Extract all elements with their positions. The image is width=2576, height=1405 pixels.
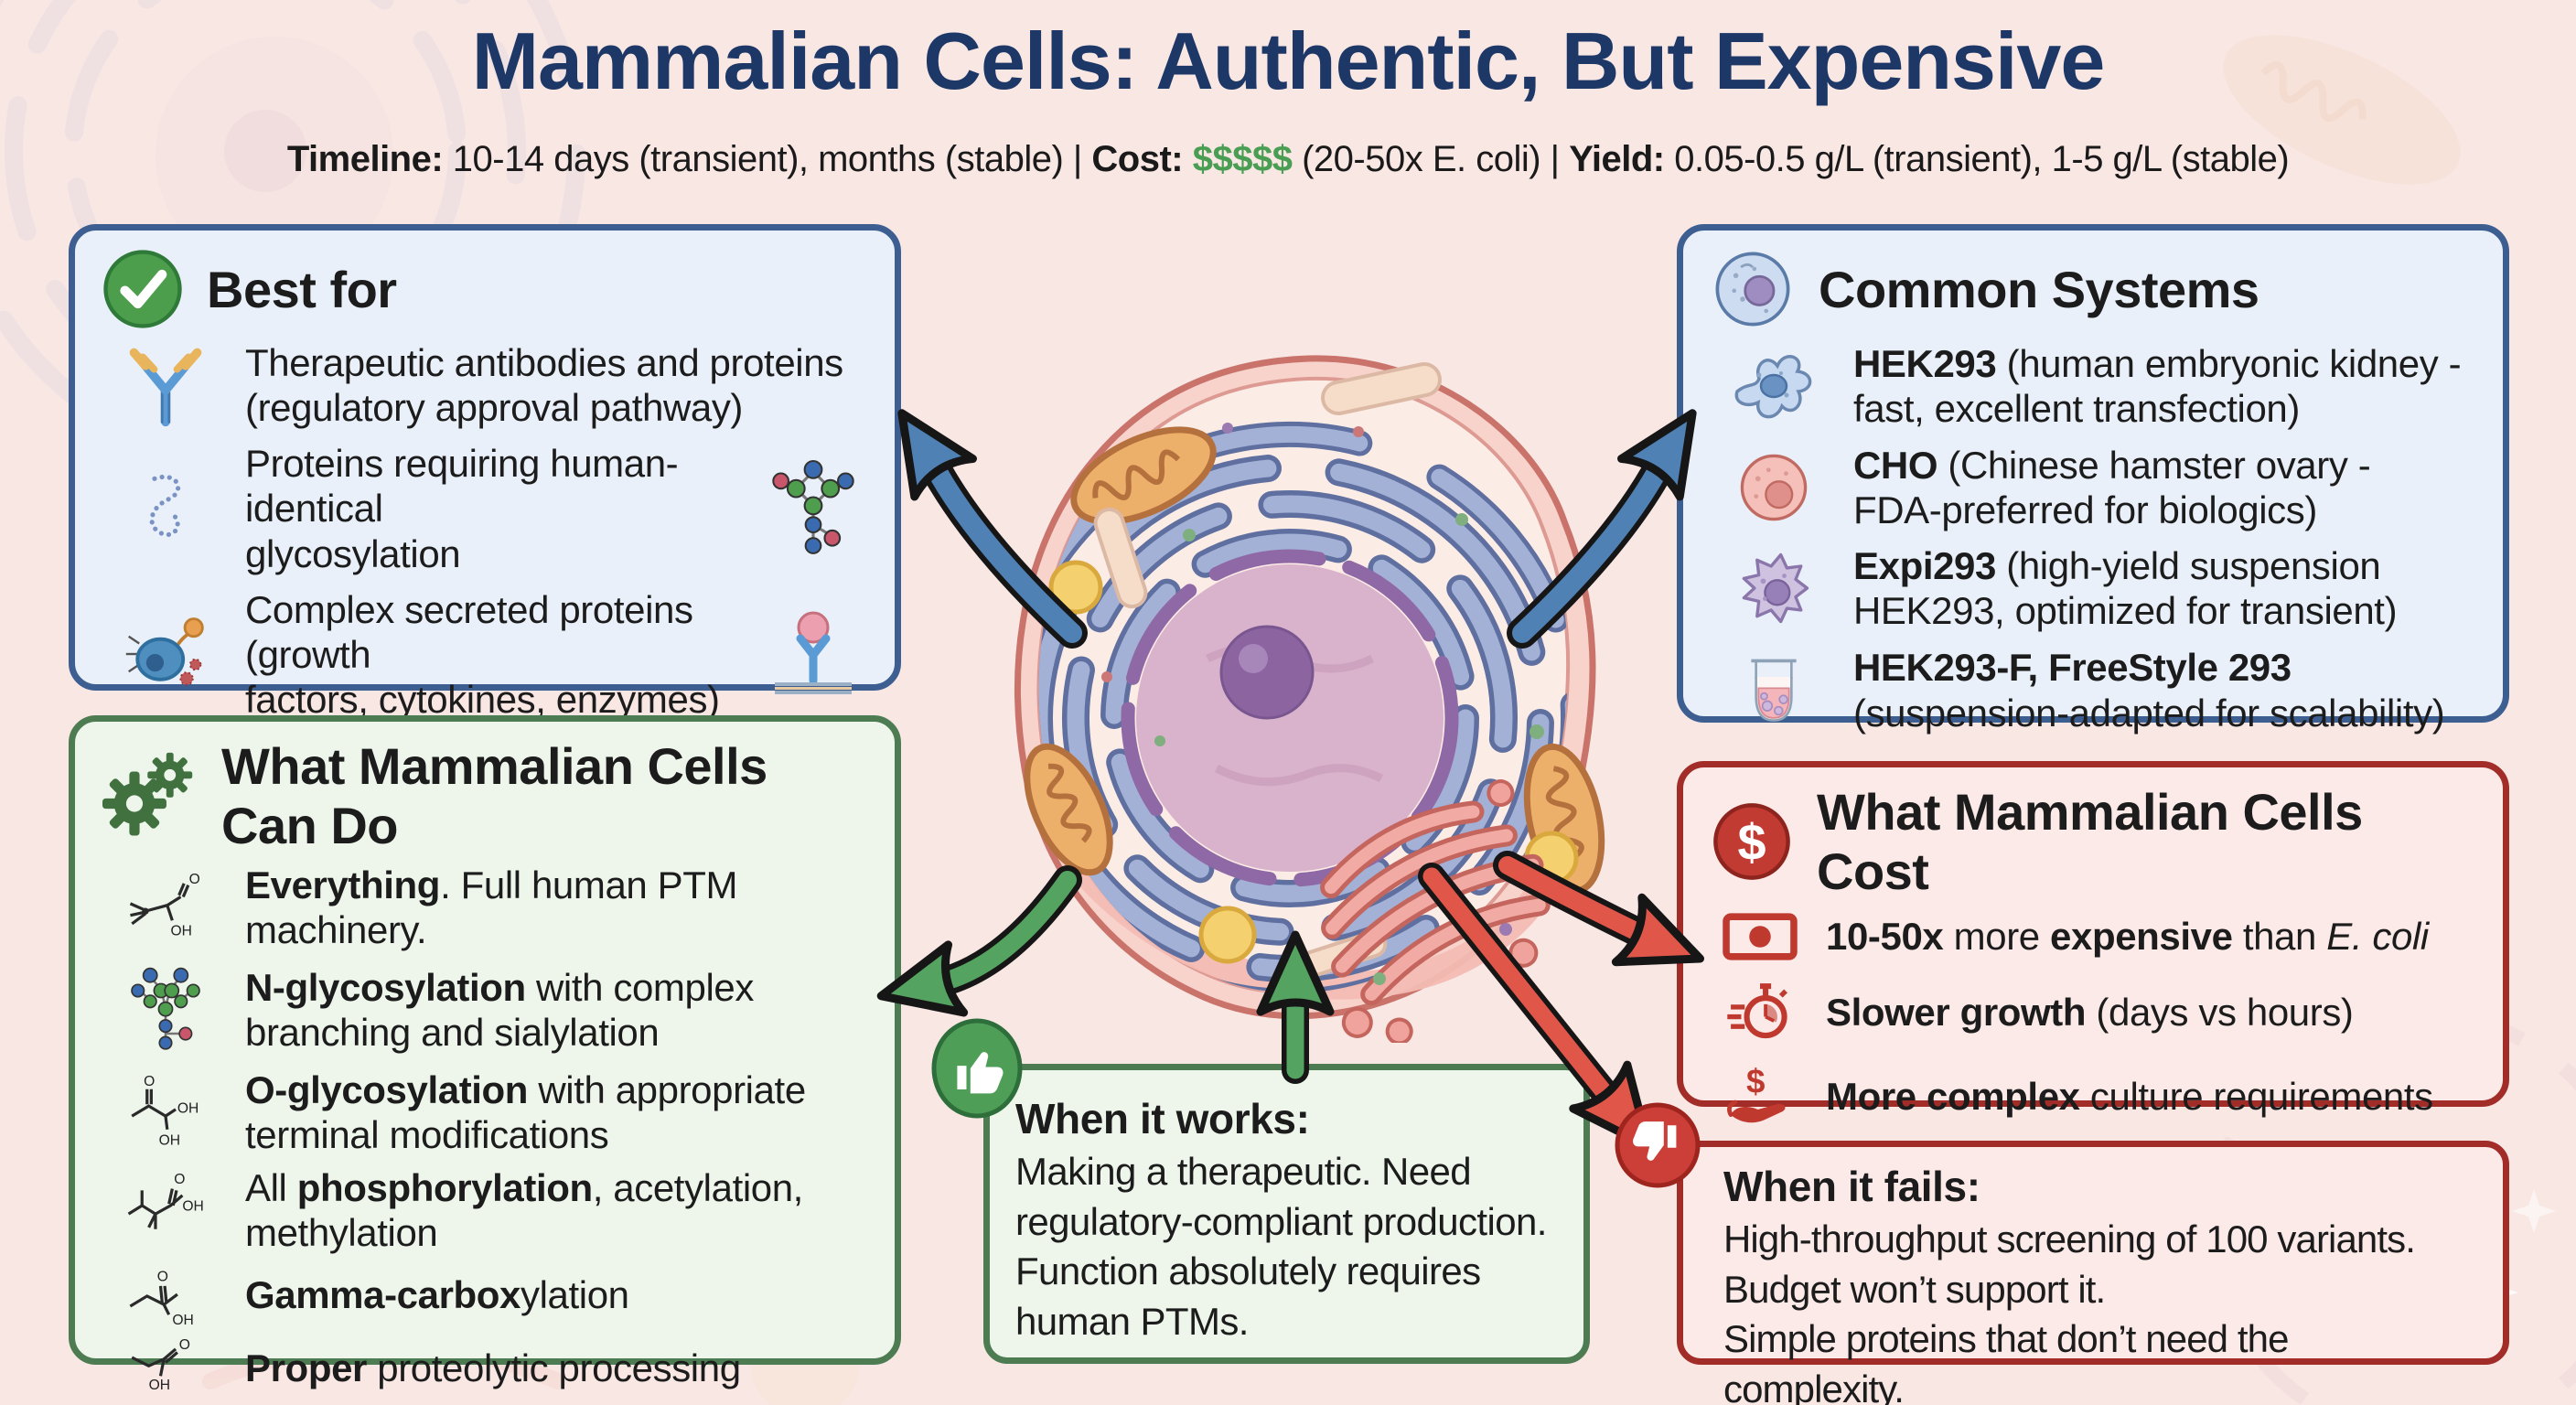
chem-branched-acid-icon: O OH	[127, 1172, 204, 1229]
cho-cell-icon	[1740, 454, 1808, 521]
hand-dollar-icon: $	[1727, 1063, 1786, 1123]
svg-text:O: O	[174, 1172, 185, 1187]
antibody-icon	[129, 348, 202, 427]
list-item: 10-50x more expensive than E. coli	[1711, 910, 2475, 963]
list-item: O OH Gamma-carboxylation	[102, 1262, 867, 1328]
svg-text:OH: OH	[182, 1198, 203, 1214]
page-subtitle: Timeline: 10-14 days (transient), months…	[286, 139, 2290, 179]
stopwatch-icon	[1727, 983, 1788, 1039]
list-item: O OH All phosphorylation, acetylation,me…	[102, 1165, 867, 1255]
chem-acid-icon: O OH	[129, 872, 200, 939]
note-line: regulatory-compliant production.	[1015, 1199, 1547, 1243]
list-item: HEK293-F, FreeStyle 293(suspension-adapt…	[1711, 645, 2475, 736]
note-line: Making a therapeutic. Need	[1015, 1150, 1472, 1193]
list-item: Therapeutic antibodies and proteins(regu…	[102, 340, 867, 430]
nucleolus	[1219, 625, 1315, 720]
panel-when-it-fails: When it fails: High-throughput screening…	[1677, 1141, 2509, 1405]
svg-text:OH: OH	[172, 1313, 193, 1328]
nucleus	[1121, 549, 1459, 887]
list-item: CHO (Chinese hamster ovary -FDA-preferre…	[1711, 443, 2475, 532]
list-item: $ More complex culture requirements	[1711, 1062, 2475, 1132]
note-line: High-throughput screening of 100 variant…	[1723, 1217, 2416, 1260]
svg-text:$: $	[1737, 813, 1766, 871]
banknote-icon	[1723, 913, 1798, 960]
svg-text:OH: OH	[159, 1133, 180, 1149]
note-line: Simple proteins that don’t need the comp…	[1723, 1317, 2289, 1405]
panel-title: What Mammalian Cells Cost	[1817, 783, 2363, 900]
svg-text:O: O	[179, 1337, 190, 1353]
chem-acid3-icon: O OH	[131, 1337, 190, 1393]
check-circle-icon	[103, 250, 182, 328]
list-item: Slower growth (days vs hours)	[1711, 978, 2475, 1047]
panel-title: What Mammalian Cells Can Do	[221, 737, 767, 854]
note-line: human PTMs.	[1015, 1299, 1249, 1343]
glycan-icon	[772, 459, 854, 554]
beaker-icon	[1751, 659, 1797, 722]
receptor-icon	[775, 611, 852, 695]
svg-text:O: O	[157, 1269, 168, 1284]
expi293-cell-icon	[1742, 553, 1809, 624]
list-item: O OH Everything. Full human PTM machiner…	[102, 863, 867, 952]
panel-when-it-works: When it works: Making a therapeutic. Nee…	[983, 1064, 1590, 1364]
panel-can-do: What Mammalian Cells Can Do O OH Everyth…	[69, 715, 901, 1393]
svg-text:OH: OH	[171, 924, 192, 939]
protein-chain-icon	[149, 474, 181, 538]
gears-icon	[102, 752, 193, 836]
list-item: O OH OH O-glycosylation with appropriate…	[102, 1067, 867, 1157]
secreting-cell-icon	[125, 617, 204, 686]
svg-text:O: O	[189, 872, 200, 887]
panel-common-systems: Common Systems HEK293 (human embryonic k…	[1677, 224, 2509, 735]
panel-cost: $ What Mammalian Cells Cost 10-50x more …	[1677, 761, 2509, 1207]
panel-best-for: Best for Therapeutic antibodies and prot…	[69, 224, 901, 821]
dollar-circle-icon: $	[1713, 803, 1790, 880]
note-title: When it fails:	[1723, 1163, 1980, 1210]
cell-icon	[1715, 252, 1790, 327]
note-line: Budget won’t support it.	[1723, 1267, 2106, 1311]
svg-text:$: $	[1746, 1063, 1765, 1100]
hek293-cell-icon	[1734, 355, 1812, 419]
panel-title: Best for	[207, 260, 397, 318]
page-title: Mammalian Cells: Authentic, But Expensiv…	[471, 16, 2106, 106]
mitochondrion	[1024, 743, 1113, 876]
chem-acid2-icon: O OH	[129, 1269, 194, 1328]
note-title: When it works:	[1015, 1095, 1310, 1142]
list-item: HEK293 (human embryonic kidney -fast, ex…	[1711, 340, 2475, 432]
svg-text:O: O	[144, 1074, 155, 1089]
svg-text:OH: OH	[177, 1101, 199, 1117]
list-item: O OH Proper proteolytic processing	[102, 1335, 867, 1401]
panel-title: Common Systems	[1819, 260, 2259, 318]
glycan-tree-icon	[131, 968, 200, 1050]
chem-diol-icon: O OH OH	[131, 1074, 199, 1149]
mammalian-cell-illustration	[1014, 355, 1605, 1043]
note-line: Function absolutely requires	[1015, 1249, 1481, 1293]
svg-text:OH: OH	[149, 1378, 170, 1393]
